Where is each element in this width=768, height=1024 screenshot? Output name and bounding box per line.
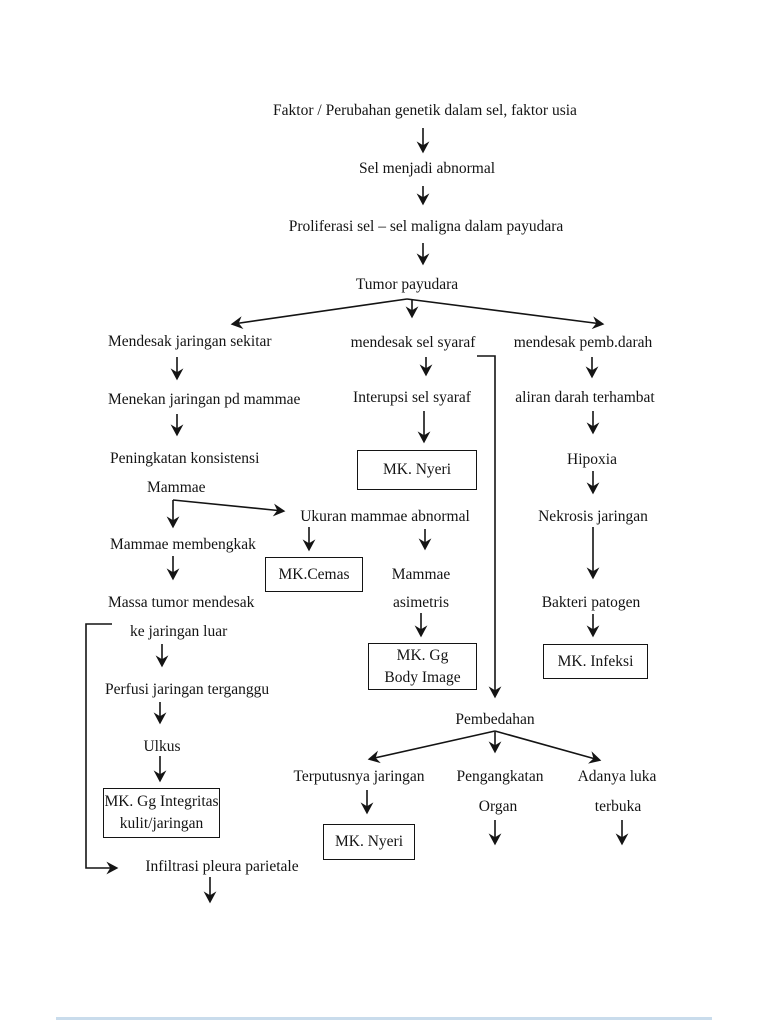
node-massa-tumor-line1: Massa tumor mendesak — [108, 594, 255, 611]
box-mk-gg-body-image-line1: MK. Gg — [396, 646, 449, 664]
arrow-connector — [230, 298, 408, 329]
box-mk-nyeri-atas: MK. Nyeri — [357, 450, 477, 490]
node-mendesak-sel-syaraf: mendesak sel syaraf — [350, 334, 476, 351]
node-aliran-darah-terhambat: aliran darah terhambat — [515, 389, 655, 406]
box-mk-gg-body-image-line2: Body Image — [384, 668, 461, 686]
node-perfusi-jaringan: Perfusi jaringan terganggu — [105, 681, 270, 698]
arrow-connector — [494, 730, 602, 764]
arrow-connector — [172, 499, 286, 517]
arrow-connector — [406, 298, 605, 330]
node-menekan-jaringan: Menekan jaringan pd mammae — [108, 391, 301, 408]
node-mammae-asimetris-line2: asimetris — [393, 594, 449, 611]
elbow-connector — [477, 355, 502, 699]
box-mk-infeksi-label: MK. Infeksi — [557, 652, 634, 670]
box-mk-gg-integritas: MK. Gg Integritas kulit/jaringan — [103, 788, 220, 838]
node-ulkus: Ulkus — [143, 738, 181, 755]
node-faktor-usia: Faktor / Perubahan genetik dalam sel, fa… — [273, 102, 577, 119]
node-ukuran-mammae-abnormal: Ukuran mammae abnormal — [300, 508, 470, 525]
node-adanya-luka-line1: Adanya luka — [577, 768, 657, 785]
node-mammae-asimetris-line1: Mammae — [391, 566, 451, 583]
box-mk-gg-body-image: MK. Gg Body Image — [368, 643, 477, 690]
node-pembedahan: Pembedahan — [455, 711, 535, 728]
node-sel-abnormal: Sel menjadi abnormal — [358, 160, 496, 177]
node-mendesak-jaringan-sekitar: Mendesak jaringan sekitar — [108, 333, 272, 350]
box-mk-infeksi: MK. Infeksi — [543, 644, 648, 679]
node-adanya-luka-line2: terbuka — [594, 798, 642, 815]
node-massa-tumor-line2: ke jaringan luar — [130, 623, 228, 640]
node-proliferasi: Proliferasi sel – sel maligna dalam payu… — [288, 218, 564, 235]
node-interupsi-sel-syaraf: Interupsi sel syaraf — [353, 389, 471, 406]
box-mk-nyeri-atas-label: MK. Nyeri — [382, 461, 452, 478]
node-pengangkatan-line2: Organ — [478, 798, 518, 815]
node-infiltrasi-pleura: Infiltrasi pleura parietale — [145, 858, 299, 875]
node-tumor-payudara: Tumor payudara — [355, 276, 459, 293]
node-terputusnya-jaringan: Terputusnya jaringan — [293, 768, 425, 785]
bracket-connector — [85, 623, 119, 875]
box-mk-cemas-label: MK.Cemas — [278, 565, 350, 583]
node-bakteri-patogen: Bakteri patogen — [541, 594, 641, 611]
box-mk-gg-integritas-line1: MK. Gg Integritas — [104, 793, 219, 810]
node-pengangkatan-line1: Pengangkatan — [456, 768, 544, 785]
node-peningkatan-konsistensi: Peningkatan konsistensi — [110, 450, 260, 467]
box-mk-gg-integritas-line2: kulit/jaringan — [119, 815, 204, 832]
node-mendesak-pemb-darah: mendesak pemb.darah — [513, 334, 653, 351]
box-mk-cemas: MK.Cemas — [265, 557, 363, 592]
node-hipoxia: Hipoxia — [567, 451, 617, 468]
node-peningkatan-konsistensi-mammae: Mammae — [147, 479, 206, 496]
node-nekrosis-jaringan: Nekrosis jaringan — [538, 508, 648, 525]
page-bottom-edge-line — [56, 1017, 712, 1020]
box-mk-nyeri-bawah: MK. Nyeri — [323, 824, 415, 860]
arrow-connector — [367, 730, 496, 764]
node-mammae-membengkak: Mammae membengkak — [110, 536, 256, 553]
box-mk-nyeri-bawah-label: MK. Nyeri — [334, 833, 404, 850]
